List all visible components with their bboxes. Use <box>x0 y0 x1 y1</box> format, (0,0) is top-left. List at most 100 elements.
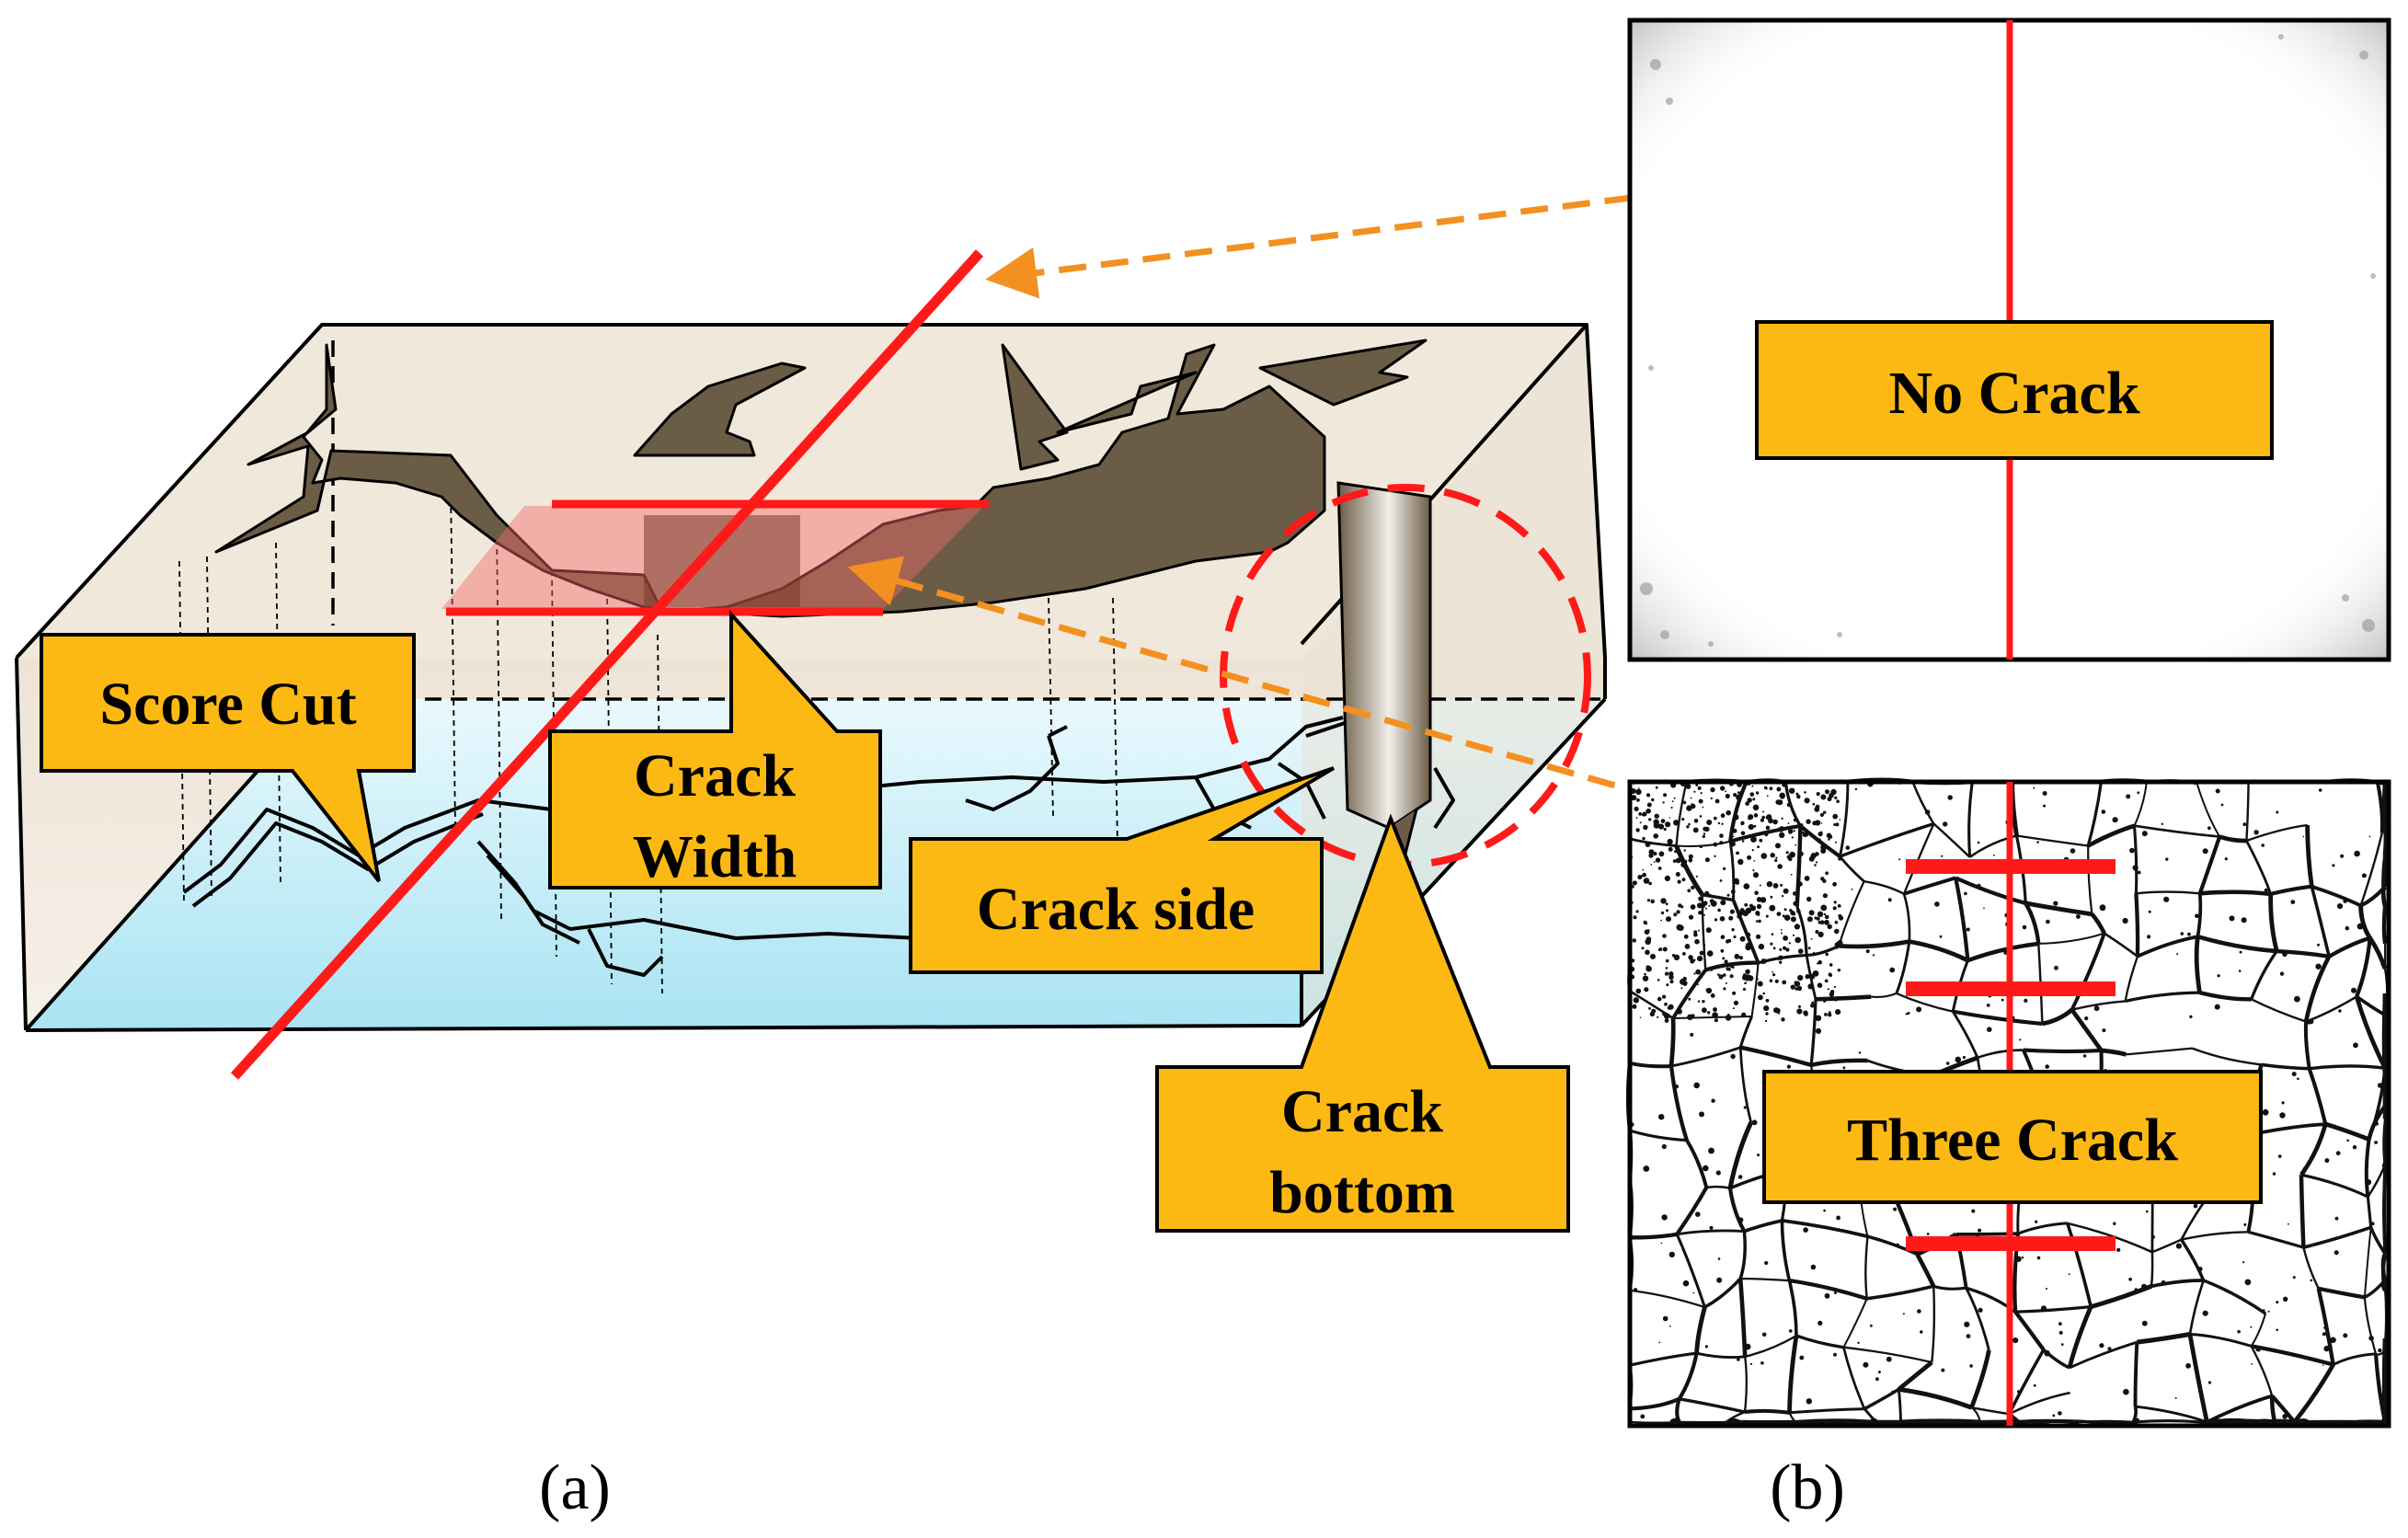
mud-crack-segment <box>2307 1068 2328 1125</box>
dirt-speckle <box>1738 956 1743 960</box>
dirt-speckle <box>1703 944 1706 947</box>
mud-crack-segment <box>2268 893 2279 952</box>
dirt-speckle <box>1749 903 1754 908</box>
dirt-speckle <box>1657 948 1661 951</box>
dirt-speckle <box>2322 1332 2326 1337</box>
dirt-speckle <box>2361 873 2367 878</box>
mud-crack-segment <box>2180 1238 2206 1281</box>
dirt-speckle <box>1668 1004 1674 1010</box>
mud-crack-segment <box>1729 823 1801 844</box>
dirt-speckle <box>1824 1292 1830 1299</box>
dirt-speckle <box>1826 832 1832 839</box>
dirt-speckle <box>1752 869 1755 872</box>
mud-crack-segment <box>2070 932 2106 1011</box>
dirt-speckle <box>1706 820 1713 825</box>
dirt-speckle <box>2154 1340 2156 1342</box>
dirt-speckle <box>1790 873 1793 876</box>
mud-crack-segment <box>2126 1047 2193 1056</box>
dirt-speckle <box>1757 981 1763 987</box>
dirt-speckle <box>1875 1377 1879 1382</box>
dirt-speckle <box>1743 1106 1747 1109</box>
dirt-speckle <box>1765 914 1769 918</box>
dirt-speckle <box>2290 900 2296 904</box>
dirt-speckle <box>2281 1101 2285 1105</box>
mud-crack-segment <box>1675 1234 1706 1308</box>
dirt-speckle <box>1779 960 1783 964</box>
dirt-speckle <box>1760 1361 1764 1365</box>
mud-crack-segment <box>1676 840 1731 847</box>
dirt-speckle <box>2015 1256 2022 1262</box>
dirt-speckle <box>1695 783 1699 786</box>
dirt-speckle <box>1737 1358 1740 1361</box>
dirt-speckle <box>2317 943 2320 947</box>
callout-crack-bottom: Crack bottom <box>1155 813 1570 1233</box>
dirt-speckle <box>1695 1211 1701 1217</box>
mud-crack-segment <box>2206 1394 2273 1424</box>
caption-a: (a) <box>539 1452 611 1523</box>
dirt-speckle <box>1833 1291 1837 1294</box>
dirt-speckle <box>2141 1283 2148 1290</box>
mud-crack-segment <box>2292 1363 2335 1424</box>
mud-crack-segment <box>2209 1417 2256 1425</box>
dirt-speckle <box>1760 853 1768 859</box>
dirt-speckle <box>1704 1345 1708 1349</box>
dirt-speckle <box>1772 970 1774 973</box>
dirt-speckle <box>1644 987 1649 993</box>
mud-crack-segment <box>2150 1279 2204 1289</box>
dirt-speckle <box>1663 793 1668 798</box>
dirt-speckle <box>1793 830 1795 832</box>
dirt-speckle <box>1707 1011 1711 1015</box>
dirt-speckle <box>1827 988 1829 991</box>
mud-crack-segment <box>2196 934 2277 954</box>
dirt-speckle <box>1662 1315 1668 1322</box>
dirt-speckle <box>1703 1165 1709 1172</box>
mud-crack-segment <box>2101 1048 2127 1057</box>
dirt-speckle <box>1733 878 1739 885</box>
mud-crack-segment <box>2302 1225 2372 1249</box>
dirt-speckle <box>1775 856 1778 859</box>
dirt-speckle <box>1655 786 1658 789</box>
dirt-speckle <box>2043 804 2047 808</box>
mud-crack-segment <box>1867 1234 1919 1256</box>
dirt-speckle <box>1762 992 1765 995</box>
dirt-speckle <box>2207 826 2211 831</box>
mud-crack-segment <box>1967 941 2039 963</box>
dirt-speckle <box>1810 937 1813 940</box>
dirt-speckle <box>1693 819 1699 823</box>
dirt-speckle <box>1682 800 1687 805</box>
dirt-speckle <box>2322 1364 2324 1367</box>
mud-crack-segment <box>1955 876 2026 905</box>
dirt-speckle <box>2374 1141 2379 1144</box>
dirt-speckle <box>1815 820 1821 826</box>
dirt-speckle <box>1817 911 1824 917</box>
dirt-speckle <box>1745 801 1749 806</box>
mud-crack-segment <box>2137 935 2198 958</box>
dirt-speckle <box>1755 920 1759 923</box>
mud-crack-segment <box>1895 941 1911 994</box>
dirt-speckle <box>1819 812 1824 818</box>
dirt-speckle <box>1672 859 1677 863</box>
dirt-speckle <box>1683 934 1689 939</box>
dirt-speckle <box>1648 849 1655 855</box>
dirt-speckle <box>1777 799 1783 806</box>
dirt-speckle <box>1668 846 1673 852</box>
mud-crack-segment <box>1675 781 1688 846</box>
dirt-speckle <box>1877 1371 1881 1374</box>
dirt-speckle <box>2345 925 2350 931</box>
dirt-speckle <box>2255 1346 2261 1352</box>
dirt-speckle <box>1964 1321 1970 1327</box>
three-crack-image: Three Crack <box>1625 777 2391 1429</box>
mud-crack-segment <box>1897 1389 1902 1423</box>
dirt-speckle <box>1660 898 1667 904</box>
dirt-speckle <box>1664 1018 1669 1023</box>
dirt-speckle <box>1816 838 1821 844</box>
dirt-speckle <box>1643 878 1650 884</box>
dirt-speckle <box>1807 983 1814 990</box>
mud-crack-segment <box>2245 840 2273 895</box>
mud-crack-segment <box>1668 1017 1676 1067</box>
three-crack-label-box <box>1762 1070 2263 1204</box>
dirt-speckle <box>1815 804 1820 809</box>
mud-crack-segment <box>2246 823 2308 843</box>
mud-crack-segment <box>2124 956 2139 1002</box>
dirt-speckle <box>1697 1000 1701 1003</box>
